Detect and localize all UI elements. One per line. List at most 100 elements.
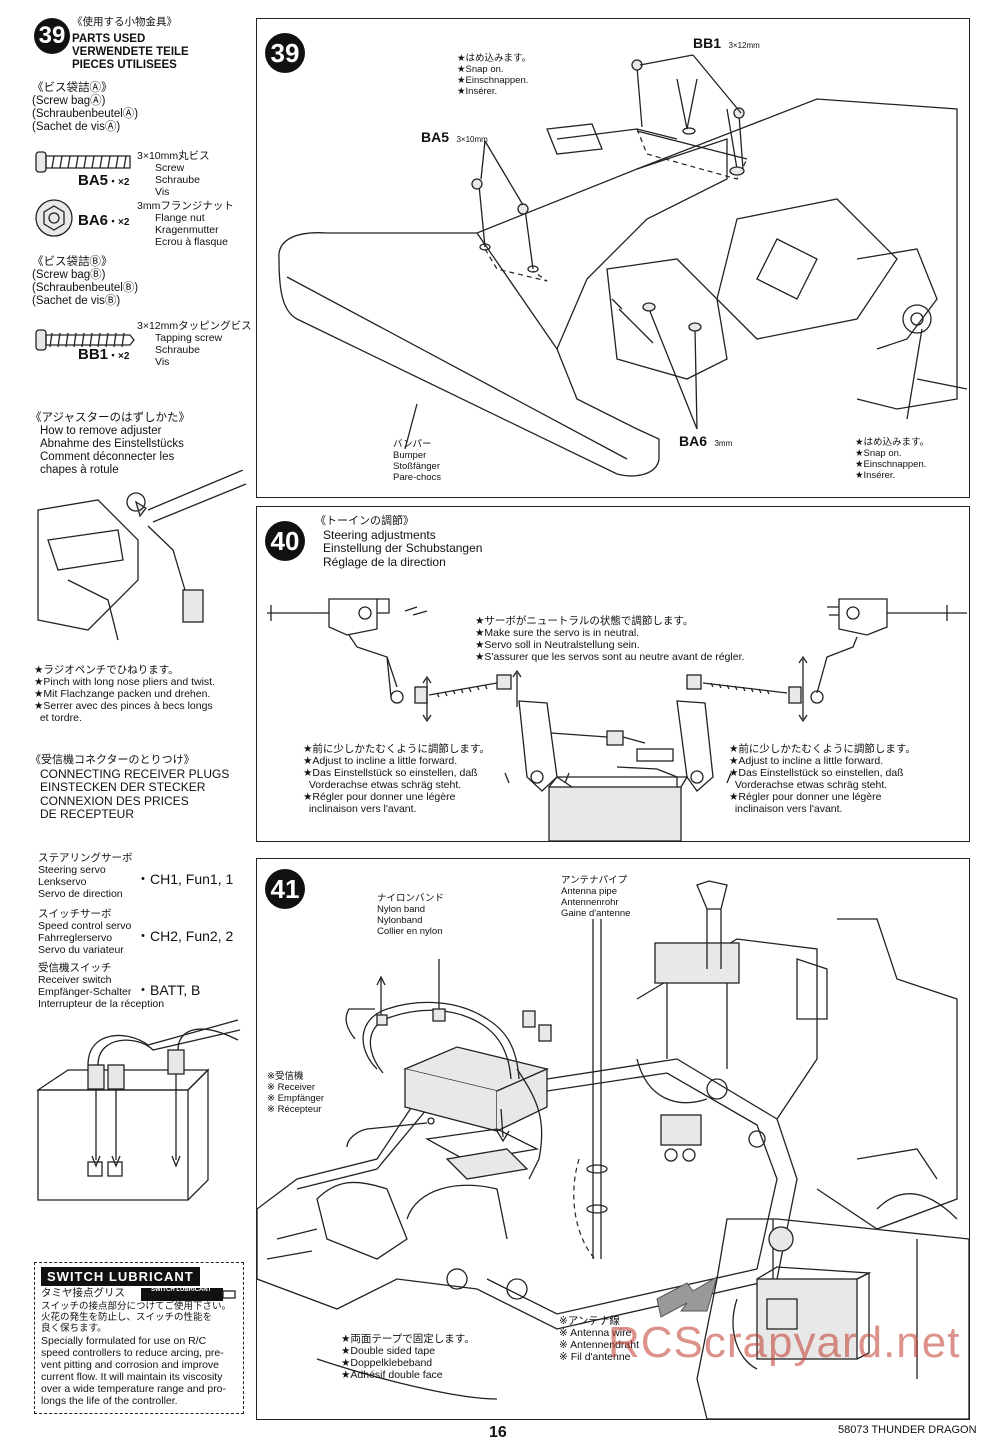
snap-top-fr: ★Insérer.	[457, 86, 498, 97]
right-note-fr2: inclinaison vers l'avant.	[729, 803, 843, 815]
flange-nut-ba6-icon	[35, 199, 73, 237]
adjuster-note-en: ★Pinch with long nose pliers and twist.	[34, 676, 216, 688]
adjuster-note-fr1: ★Serrer avec des pinces à becs longs	[34, 700, 213, 712]
receiver-plugs-heading-de: EINSTECKEN DER STECKER	[40, 780, 206, 794]
bumper-en: Bumper	[393, 450, 427, 461]
lubricant-line4: current flow. It will maintain its visco…	[41, 1371, 223, 1383]
bag-a-de: (SchraubenbeutelⒶ)	[32, 108, 139, 120]
receiver-plugs-heading-fr1: CONNEXION DES PRICES	[40, 793, 189, 808]
bb1-code: BB1・×2	[78, 346, 129, 363]
step39-bb1-size: 3×12mm	[728, 41, 760, 50]
servo-note-fr: ★S'assurer que les servos sont au neutre…	[475, 651, 745, 663]
steering-servo-jp: ステアリングサーボ	[38, 852, 133, 864]
receiver-switch-de: Empfänger-Schalter	[38, 986, 132, 998]
parts-heading-en: PARTS USED	[72, 33, 146, 45]
nylon-band-label: ナイロンバンド Nylon band Nylonband Collier en …	[377, 893, 444, 937]
right-note-de2: Vorderachse etwas schräg steht.	[729, 779, 888, 791]
speed-servo-en: Speed control servo	[38, 920, 132, 932]
tape-fr: ★Adhésif double face	[341, 1369, 443, 1381]
servo-note-en: ★Make sure the servo is in neutral.	[475, 627, 640, 639]
step39-bb1-code: BB1	[693, 35, 722, 51]
adjuster-heading-de: Abnahme des Einstellstücks	[40, 438, 184, 450]
speed-channel: ・CH2, Fun2, 2	[136, 928, 234, 944]
ba5-name-fr: Vis	[155, 186, 170, 198]
step39-ba6-size: 3mm	[714, 439, 733, 448]
bb1-size: 3×12mmタッピングビス	[137, 320, 252, 332]
switch-channel: ・BATT, B	[136, 982, 201, 998]
left-note-de: ★Das Einstellstück so einstellen, daß	[303, 767, 478, 779]
adjuster-heading-fr2: chapes à rotule	[40, 464, 119, 476]
speed-servo-jp: スイッチサーボ	[38, 908, 112, 920]
antenna-pipe-en: Antenna pipe	[561, 886, 617, 897]
receiver-switch-en: Receiver switch	[38, 974, 112, 986]
lubricant-jp-title: タミヤ接点グリス	[41, 1287, 125, 1299]
receiver-plugs-heading: 《受信機コネクターのとりつけ》 CONNECTING RECEIVER PLUG…	[30, 754, 229, 822]
steering-linkage-illustration	[267, 598, 967, 841]
step41-number: 41	[265, 869, 305, 909]
bag-b-fr: (Sachet de visⒷ)	[32, 295, 121, 307]
bag-b-de: (SchraubenbeutelⒷ)	[32, 282, 139, 294]
steering-servo-en: Steering servo	[38, 864, 106, 876]
step39-ba6-code: BA6	[679, 433, 708, 449]
servo-note-jp: ★サーボがニュートラルの状態で調節します。	[475, 615, 694, 627]
nylon-band-fr: Collier en nylon	[377, 926, 443, 937]
receiver-switch-fr: Interrupteur de la réception	[38, 998, 165, 1010]
ba6-name-fr: Ecrou à flasque	[155, 236, 228, 248]
receiver-label: ※受信機 ※ Receiver ※ Empfänger ※ Récepteur	[267, 1071, 324, 1115]
bb1-name-de: Schraube	[155, 344, 200, 356]
tape-jp: ★両面テープで固定します。	[341, 1333, 475, 1345]
antenna-wire-de: ※ Antennendraht	[559, 1339, 640, 1351]
double-tape-label: ★両面テープで固定します。 ★Double sided tape ★Doppel…	[341, 1333, 475, 1381]
adjuster-heading: 《アジャスターのはずしかた》 How to remove adjuster Ab…	[30, 412, 190, 477]
ba5-qty: ・×2	[108, 177, 130, 188]
lubricant-line1: Specially formulated for use on R/C	[41, 1335, 207, 1347]
steering-servo-de: Lenkservo	[38, 876, 87, 888]
servo-note-de: ★Servo soll in Neutralstellung sein.	[475, 639, 640, 651]
right-note-jp: ★前に少しかたむくように調節します。	[729, 743, 916, 755]
lubricant-logo-text: SWITCH LUBRICANT	[41, 1267, 200, 1286]
adjuster-note-de: ★Mit Flachzange packen und drehen.	[34, 688, 211, 700]
lubricant-logo: SWITCH LUBRICANT	[41, 1267, 200, 1286]
step40-heading-de: Einstellung der Schubstangen	[323, 541, 483, 555]
ba6-code: BA6・×2	[78, 212, 129, 229]
step39-ba5-size: 3×10mm	[456, 135, 488, 144]
snap-right-en: ★Snap on.	[855, 448, 902, 459]
lubricant-jp-line3: 良く保ちます。	[41, 1323, 107, 1334]
receiver-en: ※ Receiver	[267, 1082, 316, 1093]
right-note-en: ★Adjust to incline a little forward.	[729, 755, 884, 767]
bumper-jp: バンパー	[393, 439, 432, 450]
ba5-code-text: BA5	[78, 172, 109, 189]
tapping-screw-bb1-icon	[35, 329, 135, 351]
receiver-plugs-heading-en: CONNECTING RECEIVER PLUGS	[40, 766, 230, 781]
step39-number: 39	[265, 33, 305, 73]
model-footer: 58073 THUNDER DRAGON	[838, 1424, 977, 1436]
step40-heading: 《トーインの調節》 Steering adjustments Einstellu…	[315, 515, 482, 569]
left-note-jp: ★前に少しかたむくように調節します。	[303, 743, 490, 755]
lubricant-tube-label: SWITCH LUBRICANT	[151, 1287, 212, 1293]
antenna-wire-label: ※アンテナ線 ※ Antenna wire ※ Antennendraht ※ …	[559, 1315, 639, 1363]
tape-en: ★Double sided tape	[341, 1345, 436, 1357]
receiver-installation-illustration	[257, 880, 969, 1419]
adjuster-note: ★ラジオペンチでひねります。 ★Pinch with long nose pli…	[34, 664, 215, 724]
snap-right-fr: ★Insérer.	[855, 470, 896, 481]
snap-right-jp: ★はめ込みます。	[855, 437, 930, 448]
bb1-name-en: Tapping screw	[155, 332, 223, 344]
bumper-assembly-illustration	[278, 54, 968, 477]
antenna-pipe-label: アンテナパイプ Antenna pipe Antennenrohr Gaine …	[561, 875, 630, 919]
receiver-plugs-heading-fr2: DE RECEPTEUR	[40, 807, 135, 821]
left-note-en: ★Adjust to incline a little forward.	[303, 755, 458, 767]
left-note-fr2: inclinaison vers l'avant.	[303, 803, 417, 815]
receiver-de: ※ Empfänger	[267, 1093, 325, 1104]
bag-a-fr: (Sachet de visⒶ)	[32, 121, 121, 133]
lubricant-line3: vent pitting and corrosion and improve	[41, 1359, 220, 1371]
receiver-switch-jp: 受信機スイッチ	[38, 962, 112, 974]
steering-channel: ・CH1, Fun1, 1	[136, 871, 234, 887]
antenna-wire-fr: ※ Fil d'antenne	[559, 1351, 631, 1363]
ba5-code: BA5・×2	[78, 172, 129, 189]
snap-note-top: ★はめ込みます。 ★Snap on. ★Einschnappen. ★Insér…	[457, 53, 531, 97]
antenna-wire-jp: ※アンテナ線	[559, 1315, 620, 1327]
speed-servo-de: Fahrreglerservo	[38, 932, 113, 944]
ba6-qty: ・×2	[108, 217, 130, 228]
ba5-desc: 3×10mm丸ビス Screw Schraube Vis	[137, 150, 210, 198]
right-incline-note: ★前に少しかたむくように調節します。 ★Adjust to incline a …	[729, 743, 916, 815]
